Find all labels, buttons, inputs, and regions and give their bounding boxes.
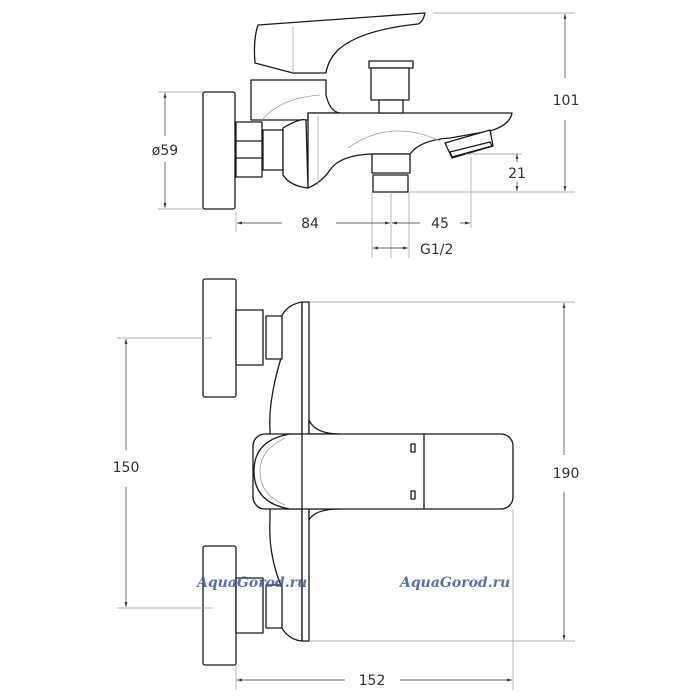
dim-84-label: 84	[301, 216, 319, 232]
wall-flange	[202, 91, 236, 210]
watermark: AquaGorod.ru	[398, 575, 510, 591]
dimension-150: 150	[113, 337, 212, 609]
lever-top	[252, 433, 514, 510]
dimension-84-45: 84 45 G1/2	[235, 157, 472, 258]
outlet-body	[371, 153, 411, 174]
connector-nut	[235, 121, 263, 178]
dimension-59: ø59	[152, 91, 203, 210]
dimension-21: 21	[465, 153, 526, 191]
dim-g12-label: G1/2	[420, 242, 453, 258]
spout	[307, 112, 513, 189]
side-view: 101 21 ø59 84 45 G1/2	[152, 12, 580, 258]
diverter-cap	[368, 60, 414, 69]
dim-101-label: 101	[553, 93, 580, 109]
diverter-body	[370, 67, 410, 101]
aerator-thread	[449, 141, 493, 158]
dim-59-label: ø59	[152, 143, 178, 159]
nut-top	[235, 309, 264, 366]
lever-cap-edge	[259, 437, 286, 506]
lever-handle	[253, 12, 426, 74]
outlet-thread	[372, 174, 409, 193]
dimension-152: 152	[235, 509, 514, 690]
fitting-top	[265, 315, 283, 360]
dim-190-label: 190	[553, 466, 580, 482]
dim-45-label: 45	[431, 216, 449, 232]
lever-marker	[410, 443, 416, 453]
dimension-101: 101	[410, 12, 580, 193]
wall-flange-bottom	[202, 545, 237, 666]
body-curve	[261, 94, 321, 121]
eccentric-fitting	[282, 119, 309, 189]
diverter-stem	[378, 99, 404, 114]
lever-marker	[410, 490, 416, 500]
connector-fitting	[262, 129, 284, 171]
fitting-bottom	[265, 584, 283, 629]
front-view: 190 150 152	[113, 278, 580, 690]
dim-152-label: 152	[359, 673, 386, 689]
dim-21-label: 21	[508, 166, 526, 182]
dimension-190: 190	[310, 301, 580, 642]
watermark: AquaGorod.ru	[195, 575, 307, 591]
nut-bottom	[235, 577, 264, 634]
spout-curve	[347, 130, 441, 149]
dim-150-label: 150	[113, 460, 140, 476]
